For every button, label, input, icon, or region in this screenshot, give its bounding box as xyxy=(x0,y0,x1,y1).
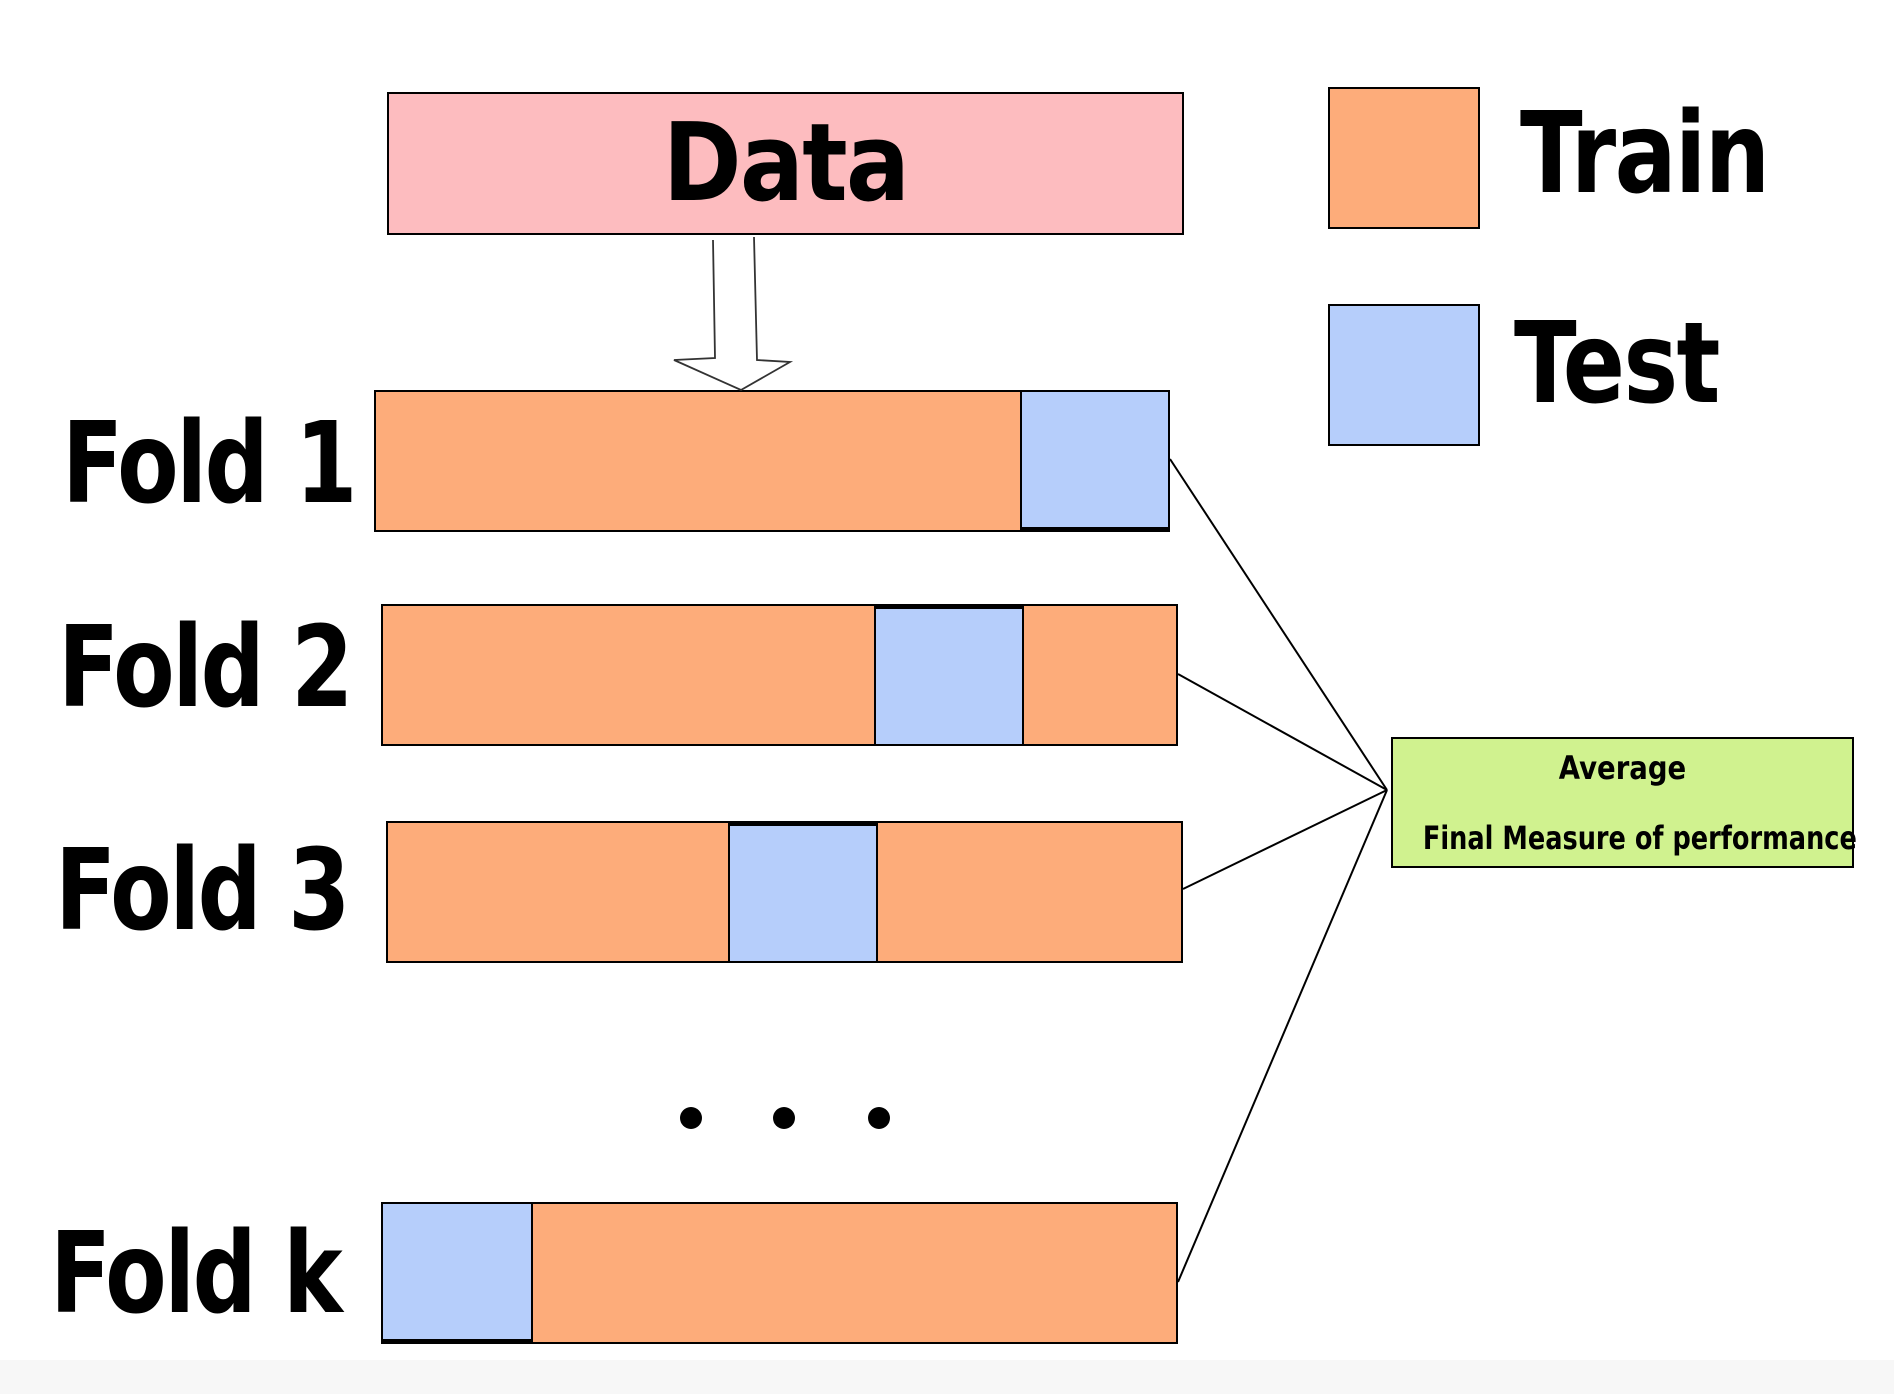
fold-3-test-segment xyxy=(728,823,878,961)
fold-3-label: Fold 3 xyxy=(55,826,351,956)
data-label: Data xyxy=(662,100,910,226)
bottom-band xyxy=(0,1360,1894,1394)
connector-fold-k xyxy=(1177,789,1388,1283)
legend-train-label: Train xyxy=(1520,89,1770,219)
data-box: Data xyxy=(387,92,1184,235)
fold-k-label: Fold k xyxy=(50,1209,343,1339)
average-subtitle: Final Measure of performance xyxy=(1422,819,1857,857)
down-arrow xyxy=(673,236,794,392)
connector-fold-3 xyxy=(1182,789,1388,890)
ellipsis-dot xyxy=(773,1107,795,1129)
connector-fold-2 xyxy=(1177,673,1388,791)
legend-train-swatch xyxy=(1328,87,1480,229)
fold-1-label: Fold 1 xyxy=(62,399,358,529)
ellipsis-dot xyxy=(868,1107,890,1129)
connector-fold-1 xyxy=(1169,458,1388,791)
fold-k-test-segment xyxy=(383,1204,533,1342)
fold-2-bar xyxy=(381,604,1178,746)
average-title: Average xyxy=(1558,749,1687,787)
fold-3-bar xyxy=(386,821,1183,963)
average-box: Average Final Measure of performance xyxy=(1391,737,1857,868)
fold-2-label: Fold 2 xyxy=(58,603,354,733)
fold-k-bar xyxy=(381,1202,1178,1344)
legend-test-swatch xyxy=(1328,304,1480,446)
fold-2-test-segment xyxy=(874,606,1024,744)
fold-1-bar xyxy=(374,390,1170,532)
ellipsis-dot xyxy=(680,1107,702,1129)
legend-test-label: Test xyxy=(1514,299,1720,429)
fold-1-test-segment xyxy=(1020,392,1168,530)
